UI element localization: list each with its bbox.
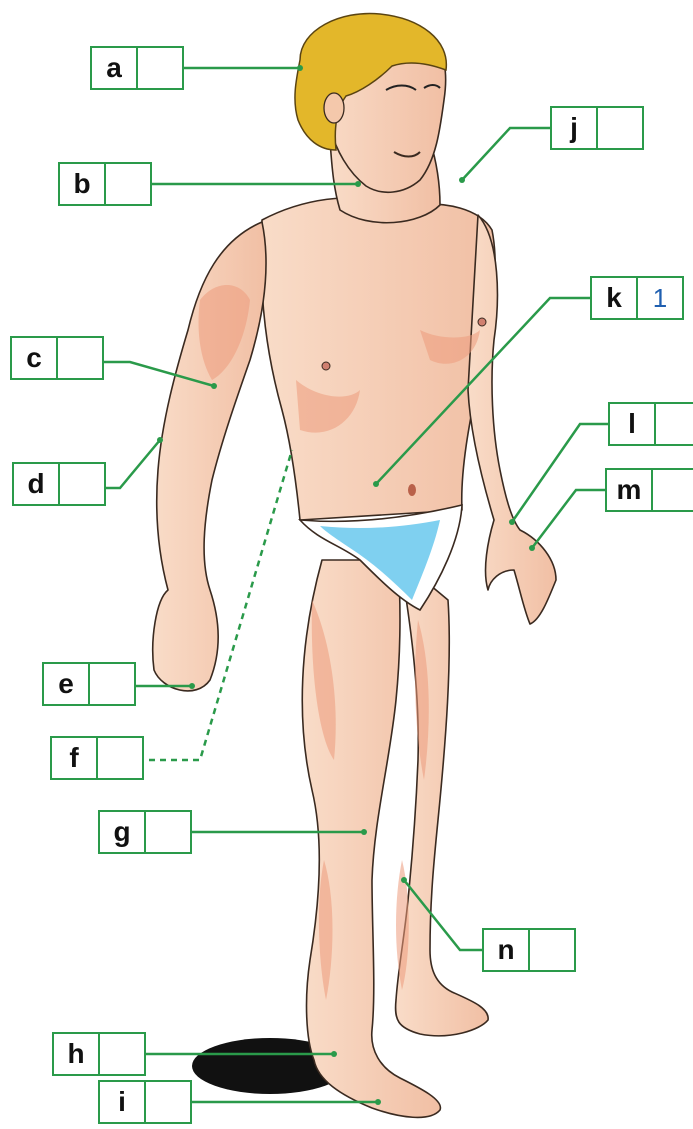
label-letter-j: j xyxy=(552,108,598,148)
label-box-g[interactable]: g xyxy=(98,810,192,854)
nipple-right xyxy=(478,318,486,326)
label-box-c[interactable]: c xyxy=(10,336,104,380)
answer-field-d[interactable] xyxy=(60,464,104,504)
label-letter-a: a xyxy=(92,48,138,88)
label-box-m[interactable]: m xyxy=(605,468,693,512)
label-box-b[interactable]: b xyxy=(58,162,152,206)
label-letter-k: k xyxy=(592,278,638,318)
leader-m xyxy=(532,490,608,548)
label-letter-l: l xyxy=(610,404,656,444)
leader-d xyxy=(100,440,160,488)
right-arm xyxy=(468,215,556,624)
label-letter-b: b xyxy=(60,164,106,204)
label-box-f[interactable]: f xyxy=(50,736,144,780)
label-letter-e: e xyxy=(44,664,90,704)
label-box-e[interactable]: e xyxy=(42,662,136,706)
right-leg xyxy=(396,560,489,1036)
label-letter-m: m xyxy=(607,470,653,510)
label-letter-h: h xyxy=(54,1034,100,1074)
answer-field-g[interactable] xyxy=(146,812,190,852)
answer-field-f[interactable] xyxy=(98,738,142,778)
label-letter-g: g xyxy=(100,812,146,852)
nipple-left xyxy=(322,362,330,370)
label-letter-i: i xyxy=(100,1082,146,1122)
answer-field-h[interactable] xyxy=(100,1034,144,1074)
label-box-k[interactable]: k 1 xyxy=(590,276,684,320)
label-box-d[interactable]: d xyxy=(12,462,106,506)
label-box-i[interactable]: i xyxy=(98,1080,192,1124)
leader-j xyxy=(462,128,550,180)
answer-field-k[interactable]: 1 xyxy=(638,278,682,318)
label-letter-c: c xyxy=(12,338,58,378)
answer-field-n[interactable] xyxy=(530,930,574,970)
answer-field-m[interactable] xyxy=(653,470,693,510)
answer-field-l[interactable] xyxy=(656,404,693,444)
answer-field-c[interactable] xyxy=(58,338,102,378)
leader-l xyxy=(512,424,608,522)
label-box-j[interactable]: j xyxy=(550,106,644,150)
answer-field-b[interactable] xyxy=(106,164,150,204)
label-box-n[interactable]: n xyxy=(482,928,576,972)
label-box-a[interactable]: a xyxy=(90,46,184,90)
navel xyxy=(408,484,416,496)
label-box-h[interactable]: h xyxy=(52,1032,146,1076)
answer-field-e[interactable] xyxy=(90,664,134,704)
label-box-l[interactable]: l xyxy=(608,402,693,446)
label-letter-d: d xyxy=(14,464,60,504)
answer-field-i[interactable] xyxy=(146,1082,190,1122)
answer-field-a[interactable] xyxy=(138,48,182,88)
label-letter-f: f xyxy=(52,738,98,778)
answer-field-j[interactable] xyxy=(598,108,642,148)
ear xyxy=(324,93,344,123)
label-letter-n: n xyxy=(484,930,530,970)
